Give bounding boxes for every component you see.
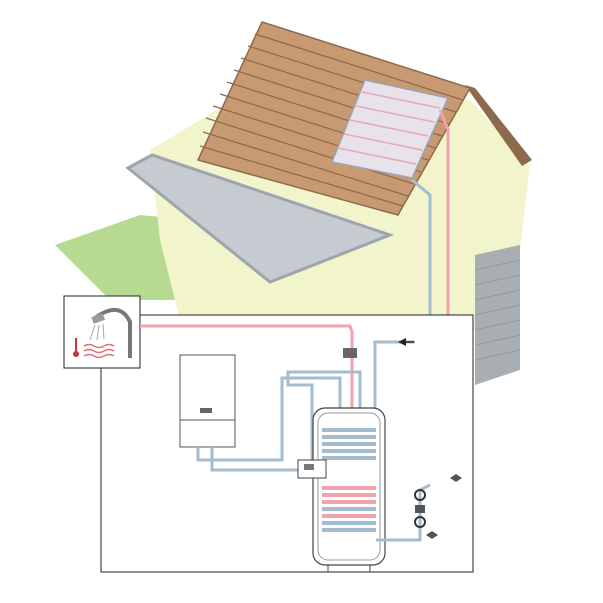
boiler [179, 354, 236, 448]
brick-lines [474, 259, 521, 361]
roof-solar-collector [330, 79, 450, 179]
air-vent-valve [450, 474, 462, 482]
boiler-logo [200, 408, 212, 413]
collector-tubes [337, 91, 441, 165]
hot-water-supply-pipe [140, 324, 354, 425]
heat-waves-icon [83, 343, 115, 359]
schematic-frame [100, 314, 474, 573]
gable-roof-edge [465, 85, 532, 166]
upper-heat-exchanger-coil [322, 428, 376, 460]
boiler-flow-pipe [210, 370, 362, 472]
solar-return-pipe [376, 483, 431, 542]
mixing-valve [343, 348, 357, 358]
lower-solar-coil [322, 486, 376, 532]
shower-nozzle [91, 313, 106, 324]
thermometer-icon [73, 338, 79, 357]
brick-wall [475, 245, 520, 385]
flat-collector [125, 153, 395, 284]
pump-station [414, 474, 462, 539]
boiler-return-pipe [196, 376, 342, 462]
water-spray [89, 323, 105, 341]
